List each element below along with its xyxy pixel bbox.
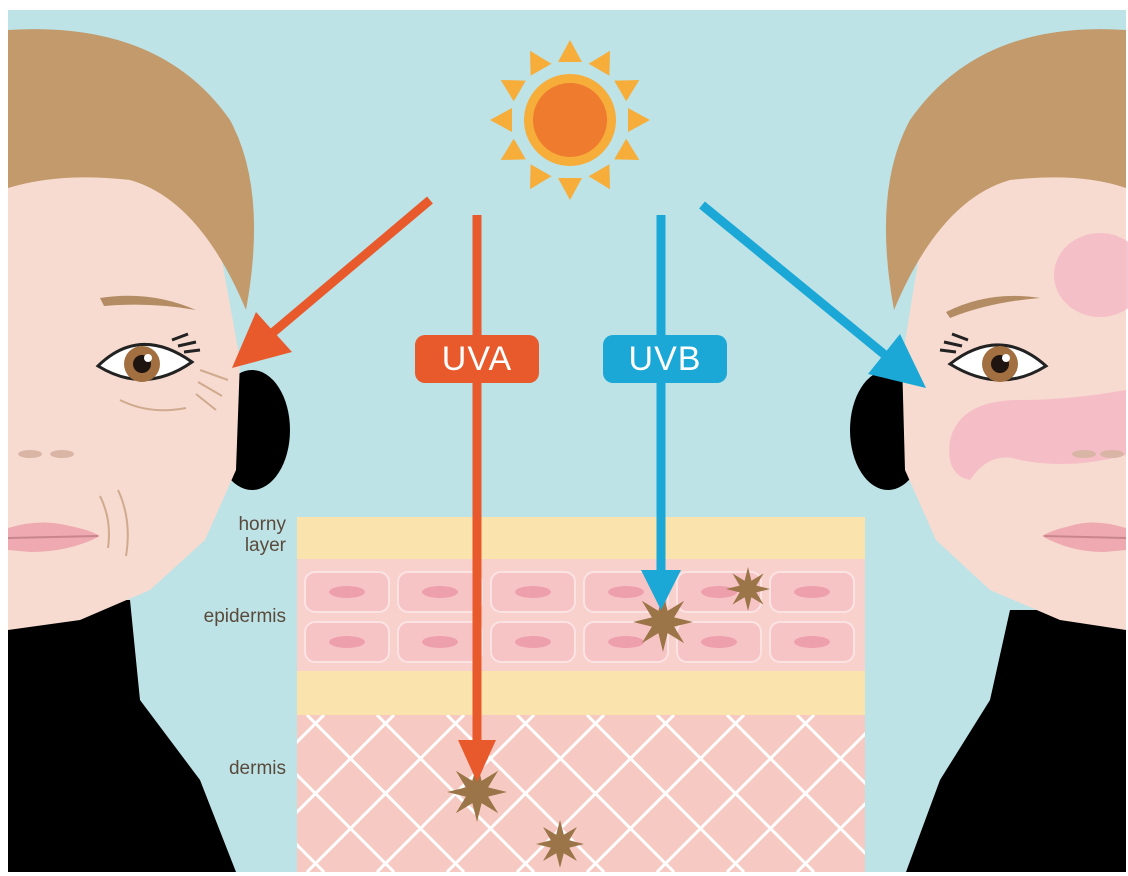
epidermis-label: epidermis: [156, 606, 286, 627]
melanin-damage-star: [726, 567, 770, 611]
left-nostril: [18, 450, 42, 458]
cell-nucleus: [515, 636, 551, 648]
right-nostril: [1100, 450, 1124, 458]
horny-layer: [297, 517, 865, 559]
horny-layer-label-line1: horny: [186, 514, 286, 535]
dermis-label: dermis: [186, 758, 286, 779]
uva-label: UVA: [415, 335, 539, 383]
cell-nucleus: [329, 586, 365, 598]
horny-layer-label: horny layer: [186, 514, 286, 556]
horny-layer-label-line2: layer: [186, 535, 286, 556]
basal-layer: [297, 671, 865, 715]
left-nostril: [50, 450, 74, 458]
cell-nucleus: [794, 636, 830, 648]
cell-nucleus: [515, 586, 551, 598]
cell-nucleus: [608, 636, 644, 648]
cell-nucleus: [422, 586, 458, 598]
uvb-label: UVB: [603, 335, 727, 383]
melanin-damage-star: [536, 820, 584, 868]
cell-nucleus: [608, 586, 644, 598]
cell-nucleus: [701, 636, 737, 648]
cell-nucleus: [329, 636, 365, 648]
cell-nucleus: [422, 636, 458, 648]
right-nostril: [1072, 450, 1096, 458]
cell-nucleus: [794, 586, 830, 598]
sun-core: [533, 83, 607, 157]
